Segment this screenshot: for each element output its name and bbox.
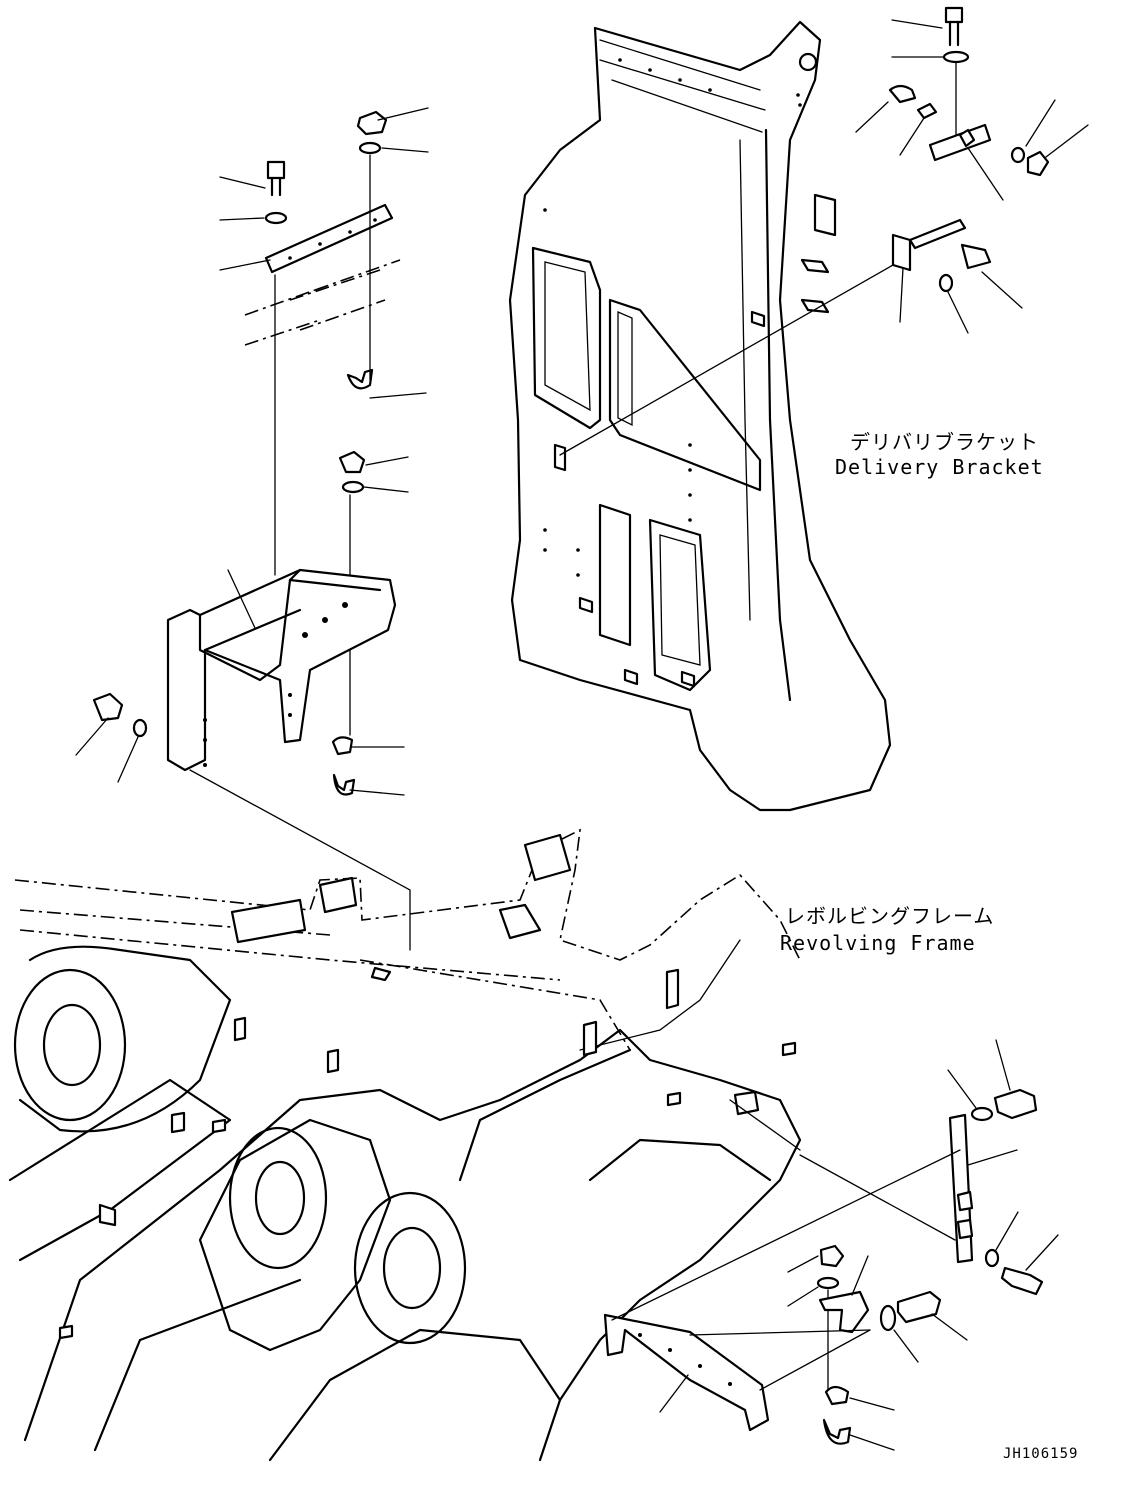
frame-panel (508, 20, 892, 812)
leader-lines (75, 19, 1089, 1451)
drawing-code: JH106159 (1003, 1446, 1078, 1462)
revolving-frame-label-jp: レボルビングフレーム (785, 904, 994, 928)
lower-bracket-parts (603, 1088, 1044, 1445)
bracket-assembly (92, 110, 411, 951)
delivery-bracket-label-en: Delivery Bracket (835, 455, 1044, 479)
revolving-frame-label-en: Revolving Frame (780, 931, 976, 955)
delivery-bracket-parts (559, 6, 1050, 456)
delivery-bracket-label-jp: デリバリブラケット (850, 430, 1039, 454)
revolving-frame (8, 828, 802, 1462)
